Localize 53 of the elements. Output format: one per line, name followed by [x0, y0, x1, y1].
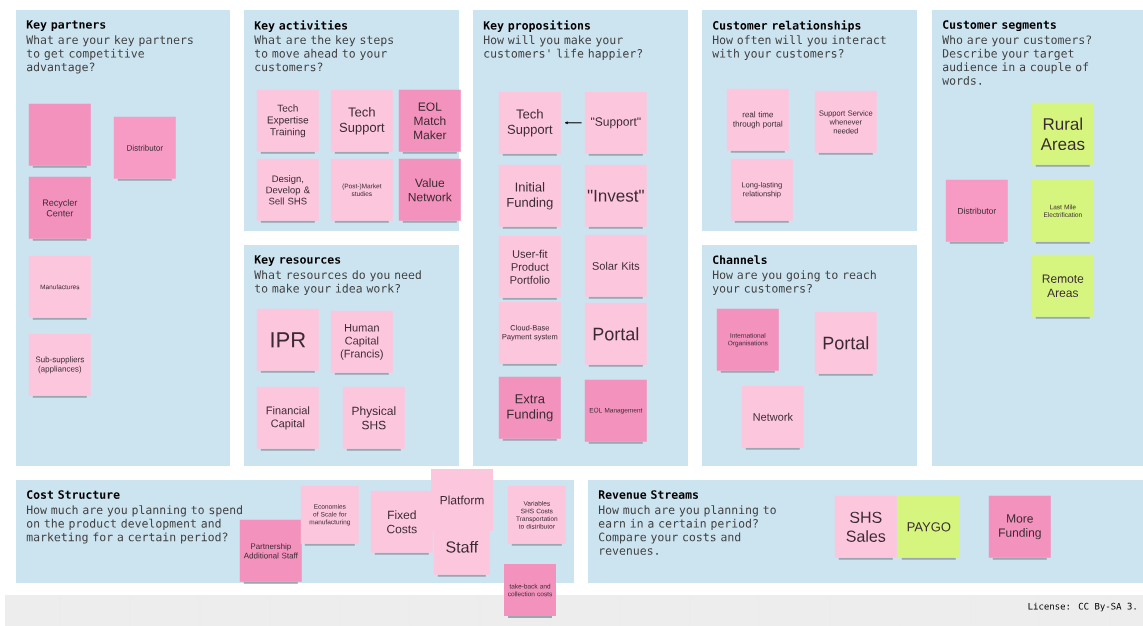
sticky-note: Sub-suppliers (appliances)	[28, 333, 91, 398]
sticky-note: real time through portal	[726, 88, 789, 153]
sticky-note: Recycler Center	[28, 176, 91, 241]
panel-question: How much are you planning to earn in a certain period? Compare your costs and revenues.	[598, 505, 776, 555]
sticky-note: Initial Funding	[498, 164, 561, 229]
sticky-note: Solar Kits	[584, 234, 647, 299]
sticky-note: Human Capital (Francis)	[330, 310, 393, 375]
panel-heading: Customer segments	[943, 20, 1056, 32]
sticky-note: SHS Sales	[834, 495, 897, 560]
sticky-note: Distributor	[113, 116, 176, 181]
panel-question: How are you going to reach your customers?	[712, 270, 876, 295]
panel-heading: Key activities	[254, 20, 348, 32]
sticky-note: Extra Funding	[498, 376, 561, 441]
panel-question: What resources do you need to make your idea work?	[254, 270, 421, 295]
sticky-note: Financial Capital	[256, 386, 319, 451]
panel-question: Who are your customers? Describe your target audience in a couple of words.	[942, 35, 1092, 85]
sticky-note: EOL Match Maker	[398, 89, 461, 154]
panel-question: How much are you planning to spend on the product development and marketing for a certain period?	[26, 505, 242, 544]
panel-heading: Key propositions	[483, 20, 590, 32]
panel-heading: Channels	[713, 255, 767, 265]
sticky-note: More Funding	[988, 495, 1051, 560]
sticky-note: "Invest"	[584, 164, 647, 229]
license-note: License: CC By-SA 3.	[1028, 602, 1136, 612]
arrow	[564, 121, 583, 125]
sticky-note: PAYGO	[897, 495, 960, 560]
panel-heading: Key resources	[254, 255, 341, 266]
sticky-note: Portal	[814, 311, 877, 376]
sticky-note: Design, Develop & Sell SHS	[256, 158, 319, 223]
sticky-note: Network	[741, 385, 804, 450]
sticky-note	[28, 103, 91, 168]
panel-question: How will you make your customers' life happier?	[484, 35, 643, 60]
sticky-note: Tech Support	[498, 91, 561, 156]
sticky-note: Portal	[584, 302, 647, 367]
panel-question: How often will you interact with your customers?	[712, 35, 886, 60]
sticky-note: Tech Expertise Training	[256, 89, 319, 154]
panel-heading: Revenue Streams	[598, 490, 698, 499]
panel-heading: Customer relationships	[713, 20, 861, 32]
sticky-note: Remote Areas	[1031, 254, 1094, 319]
sticky-note: "Support"	[584, 91, 647, 156]
panel-question: What are your key partners to get competitive advantage?	[26, 35, 193, 74]
sticky-note: IPR	[256, 308, 319, 373]
sticky-note: Staff	[433, 518, 490, 577]
sticky-note: Value Network	[398, 158, 461, 223]
sticky-note: Rural Areas	[1031, 102, 1094, 167]
sticky-note: Tech Support	[330, 89, 393, 154]
sticky-note: User-fit Product Portfolio	[498, 235, 561, 300]
sticky-note: Partnership Additional Staff	[239, 519, 302, 584]
sticky-note: Physical SHS	[342, 386, 405, 451]
sticky-note: Distributor	[945, 179, 1008, 244]
panel-heading: Cost Structure	[27, 490, 120, 499]
panel-heading: Key partners	[26, 20, 106, 31]
sticky-note: Fixed Costs	[370, 490, 433, 555]
panel-question: What are the key steps to move ahead to your customers?	[254, 35, 393, 72]
